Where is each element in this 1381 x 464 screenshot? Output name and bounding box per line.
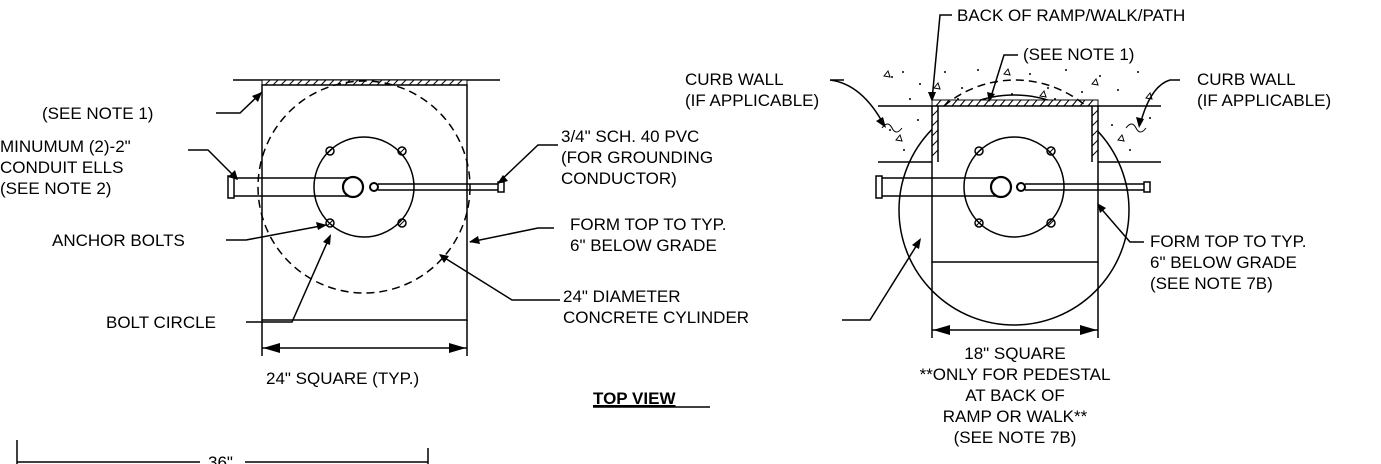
label-form-top-1: FORM TOP TO TYP. bbox=[1150, 232, 1307, 251]
label-conduit-3: (SEE NOTE 2) bbox=[0, 179, 111, 198]
label-back-of-ramp: BACK OF RAMP/WALK/PATH bbox=[957, 6, 1185, 25]
leader-form-top bbox=[469, 227, 554, 243]
leader-see-note-1 bbox=[216, 91, 263, 114]
left-top-view: (SEE NOTE 1) MINUMUM (2)-2" CONDUIT ELLS… bbox=[0, 79, 749, 388]
bolt-circle bbox=[313, 136, 415, 238]
label-conduit-1: MINUMUM (2)-2" bbox=[0, 137, 131, 156]
label-conduit-2: CONDUIT ELLS bbox=[0, 158, 123, 177]
concrete-cylinder-outline bbox=[898, 94, 1130, 326]
label-diameter-1: 24" DIAMETER bbox=[563, 287, 681, 306]
bolt-circle bbox=[963, 136, 1065, 238]
label-pvc-1: 3/4" SCH. 40 PVC bbox=[561, 127, 699, 146]
label-24-square: 24" SQUARE (TYP.) bbox=[266, 369, 419, 388]
leader-bolt-circle bbox=[246, 235, 331, 323]
label-36-partial: 36" bbox=[208, 453, 233, 464]
leader-pvc bbox=[497, 144, 558, 184]
label-see-note-1: (SEE NOTE 1) bbox=[42, 104, 153, 123]
grounding-pvc bbox=[1016, 181, 1151, 193]
label-form-top-3: (SEE NOTE 7B) bbox=[1150, 274, 1273, 293]
concrete-cylinder-outline bbox=[257, 80, 471, 294]
label-curb-wall-left-1: CURB WALL bbox=[685, 70, 784, 89]
label-curb-wall-right-1: CURB WALL bbox=[1197, 70, 1296, 89]
label-curb-wall-left-2: (IF APPLICABLE) bbox=[685, 91, 819, 110]
right-top-view: BACK OF RAMP/WALK/PATH (SEE NOTE 1) CURB… bbox=[685, 6, 1331, 447]
leader-back-of-ramp bbox=[931, 14, 952, 101]
conduit-pipe bbox=[227, 175, 365, 199]
label-18-square-5: (SEE NOTE 7B) bbox=[954, 428, 1077, 447]
leader-diameter bbox=[842, 239, 921, 321]
leader-diameter bbox=[439, 254, 560, 301]
label-see-note-1: (SEE NOTE 1) bbox=[1023, 45, 1134, 64]
form-side-hatch bbox=[931, 109, 1099, 157]
label-anchor-bolts: ANCHOR BOLTS bbox=[52, 231, 185, 250]
label-bolt-circle: BOLT CIRCLE bbox=[106, 313, 216, 332]
anchor-bolts bbox=[974, 146, 1056, 228]
anchor-bolts bbox=[325, 146, 407, 228]
leader-conduit bbox=[188, 149, 237, 179]
grounding-pvc bbox=[369, 181, 505, 193]
label-pvc-2: (FOR GROUNDING bbox=[561, 148, 713, 167]
label-diameter-2: CONCRETE CYLINDER bbox=[563, 308, 749, 327]
leader-form-top bbox=[1097, 204, 1144, 243]
label-form-top-2: 6" BELOW GRADE bbox=[1150, 253, 1297, 272]
leader-curb-wall-left bbox=[829, 79, 885, 126]
label-18-square-1: 18" SQUARE bbox=[964, 344, 1065, 363]
leader-curb-wall-right bbox=[1139, 79, 1180, 126]
conduit-pipe bbox=[875, 175, 1013, 199]
label-form-top-2: 6" BELOW GRADE bbox=[570, 236, 717, 255]
square-form-outline bbox=[261, 84, 468, 321]
label-form-top-1: FORM TOP TO TYP. bbox=[570, 215, 727, 234]
bottom-partial-view: 36" bbox=[16, 440, 429, 464]
top-view-title: TOP VIEW bbox=[593, 389, 676, 408]
label-curb-wall-right-2: (IF APPLICABLE) bbox=[1197, 91, 1331, 110]
dashed-cylinder-arc bbox=[943, 79, 1087, 107]
leader-see-note-1 bbox=[989, 54, 1018, 101]
label-18-square-3: AT BACK OF bbox=[965, 386, 1065, 405]
grade-hatch bbox=[264, 79, 463, 86]
leader-anchor-bolts bbox=[226, 224, 327, 241]
label-pvc-3: CONDUCTOR) bbox=[561, 169, 677, 188]
label-18-square-2: **ONLY FOR PEDESTAL bbox=[920, 365, 1111, 384]
label-18-square-4: RAMP OR WALK** bbox=[943, 407, 1088, 426]
